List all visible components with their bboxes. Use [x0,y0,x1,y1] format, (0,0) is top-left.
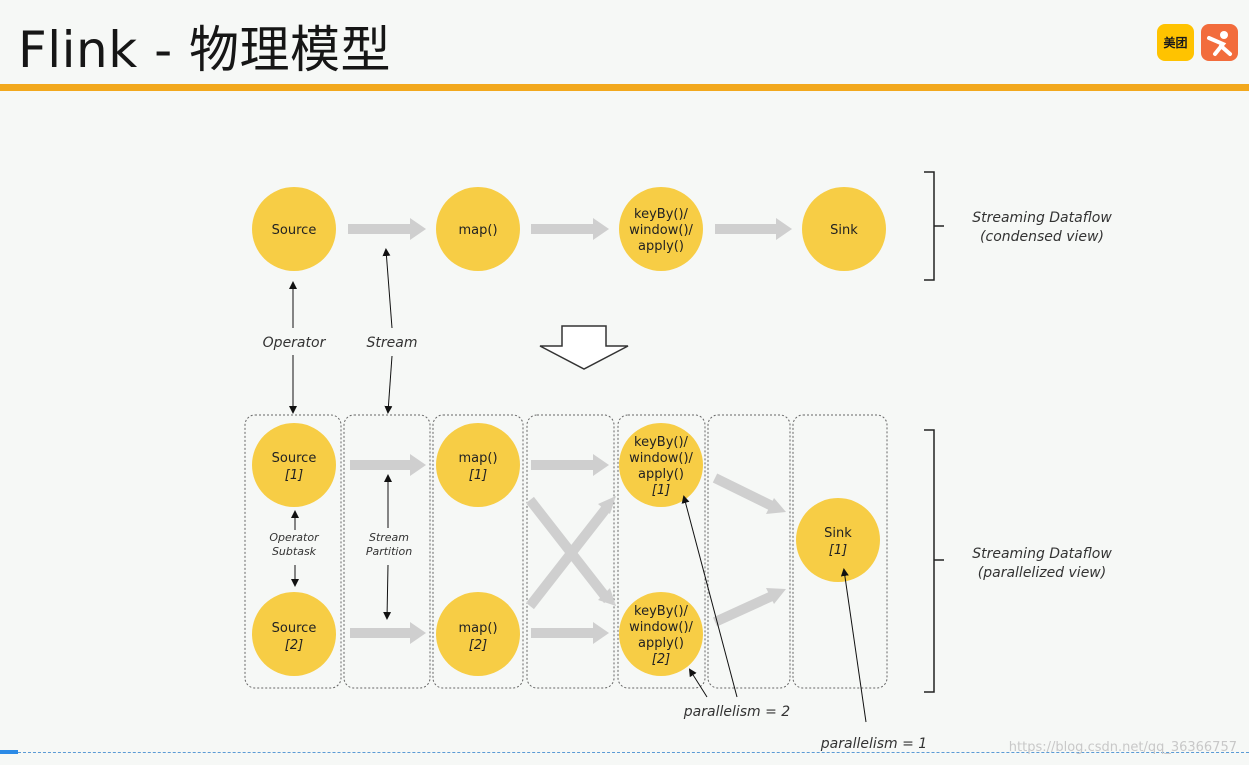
node-label: apply() [638,239,684,254]
partition-arrow [531,454,609,476]
stream-pointer-up [382,248,393,329]
node-label: Source [272,451,317,466]
node-label: apply() [638,636,684,651]
node-label: Sink [824,526,852,541]
operator-subtask-line2: Subtask [272,545,317,558]
stream-partition-line1: Stream [369,531,409,544]
parallel-node-keyby-1: keyBy()/ window()/ apply() [1] [619,423,703,507]
parallelism-2-pointer-bottom [688,668,708,698]
column-box-to-sink [707,414,791,689]
csdn-watermark: https://blog.csdn.net/qq_36366757 [1008,740,1237,755]
stream-arrow [348,218,426,240]
condensed-bracket [924,171,944,281]
column-box-shuffle [526,414,615,689]
stream-arrow [531,218,609,240]
parallelism-2-label: parallelism = 2 [683,704,791,720]
condensed-node-sink: Sink [802,187,886,271]
node-label: Sink [830,223,858,238]
dianping-logo [1201,24,1238,61]
node-index: [2] [469,638,487,653]
parallel-node-source-1: Source [1] [252,423,336,507]
to-sink-arrows [712,473,786,627]
parallelized-label-line1: Streaming Dataflow [972,546,1112,562]
condensed-node-map: map() [436,187,520,271]
parallelized-bracket [924,429,944,693]
node-label: keyBy()/ [634,207,689,222]
column-box-stream [343,414,431,689]
transform-down-arrow [539,325,629,370]
operator-subtask-line1: Operator [269,531,320,544]
parallel-node-source-2: Source [2] [252,592,336,676]
stream-arrow [715,218,792,240]
column-box-source [244,414,342,689]
condensed-node-keyby: keyBy()/ window()/ apply() [619,187,703,271]
partition-arrow [350,622,426,644]
node-label: Source [272,223,317,238]
stream-partition-line2: Partition [366,545,412,558]
parallelism-1-pointer [840,568,867,723]
node-index: [2] [652,652,670,667]
condensed-node-source: Source [252,187,336,271]
node-index: [1] [285,468,303,483]
node-label: keyBy()/ [634,435,689,450]
slide-title: Flink - 物理模型 [18,21,392,79]
column-box-sink [792,414,888,689]
parallel-node-sink-1: Sink [1] [796,498,880,582]
shuffle-cross-arrows [526,496,616,610]
parallel-node-keyby-2: keyBy()/ window()/ apply() [2] [619,592,703,676]
node-label: map() [458,621,497,636]
node-index: [1] [652,483,670,498]
meituan-logo: 美团 [1157,24,1194,61]
column-box-keyby [617,414,706,689]
node-index: [2] [285,638,303,653]
condensed-label-line1: Streaming Dataflow [972,210,1112,226]
parallelized-label-line2: (parallelized view) [978,565,1106,581]
bottom-dashed-line [18,752,1249,753]
node-label: keyBy()/ [634,604,689,619]
parallelism-1-label: parallelism = 1 [820,736,927,752]
node-index: [1] [829,543,847,558]
column-box-map [432,414,524,689]
node-label: map() [458,223,497,238]
node-label: apply() [638,467,684,482]
condensed-label-line2: (condensed view) [980,229,1104,245]
node-label: map() [458,451,497,466]
parallelism-2-pointer-top [681,495,738,698]
node-label: window()/ [629,620,693,635]
partition-pointer-down [383,564,392,620]
node-index: [1] [469,468,487,483]
parallel-node-map-2: map() [2] [436,592,520,676]
stream-pointer-down [384,355,393,414]
node-label: window()/ [629,223,693,238]
node-label: window()/ [629,451,693,466]
operator-label: Operator [263,335,327,351]
partition-arrow [350,454,426,476]
dianping-icon [1207,31,1232,56]
node-label: Source [272,621,317,636]
bottom-progress-marker [0,750,18,754]
stream-label: Stream [367,335,418,351]
partition-arrow [531,622,609,644]
parallel-node-map-1: map() [1] [436,423,520,507]
title-underline [0,84,1249,91]
